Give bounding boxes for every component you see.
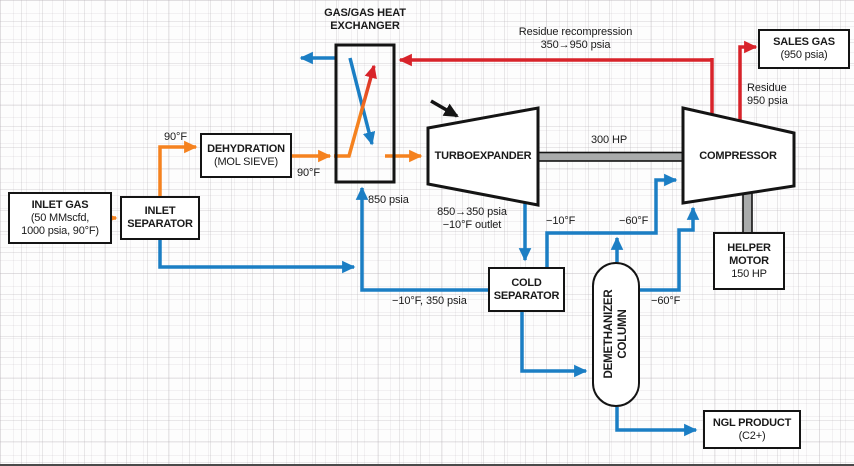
demethanizer-side-line [640, 206, 700, 292]
inlet-gas-conditions-2: 1000 psia, 90°F) [21, 224, 99, 237]
inlet-gas-box: INLET GAS (50 MMscfd, 1000 psia, 90°F) [8, 192, 112, 244]
helper-motor-label-1: HELPER [727, 241, 771, 254]
cold-sep-vapor-temp-label: −10°F [546, 215, 576, 227]
sales-gas-sub: (950 psia) [780, 49, 828, 61]
page-edge-line [0, 464, 854, 466]
compressor-label: COMPRESSOR [699, 150, 777, 162]
exchanger-pressure-label: 850 psia [368, 194, 409, 206]
cold-separator-label-2: SEPARATOR [493, 289, 560, 302]
demethanizer-label-1: DEMETHANIZER [603, 289, 615, 379]
gas-gas-exchanger-vessel [334, 43, 396, 184]
inlet-separator-label-2: SEPARATOR [127, 218, 193, 230]
turboexpander-label: TURBOEXPANDER [434, 150, 532, 162]
residue-label-1: Residue [747, 82, 787, 94]
helper-motor-shaft [742, 191, 753, 235]
ngl-product-title: NGL PRODUCT [712, 416, 792, 429]
cold-separator-bottoms-line [520, 312, 588, 378]
expander-compressor-shaft [536, 151, 684, 162]
sales-gas-box: SALES GAS (950 psia) [758, 29, 850, 69]
demethanizer-column-vessel [592, 262, 640, 407]
ngl-product-sub: (C2+) [738, 429, 766, 442]
inlet-gas-title: INLET GAS [31, 198, 89, 211]
cold-separator-to-exchanger-line [355, 186, 488, 292]
inlet-separator-box: INLET SEPARATOR [120, 196, 200, 240]
demeth-overhead-temp-label: −60°F [619, 215, 649, 227]
cold-separator-vapor-line [545, 173, 678, 267]
demeth-side-temp-label: −60°F [651, 295, 681, 307]
sales-gas-line [738, 40, 758, 121]
dehydration-title: DEHYDRATION [207, 142, 285, 155]
cold-sep-feed-label: −10°F, 350 psia [392, 295, 467, 307]
residue-label: Residue 950 psia [747, 82, 788, 108]
inlet-gas-conditions-1: (50 MMscfd, [30, 211, 90, 224]
recompression-label-2: 350→950 psia [540, 39, 611, 51]
exchanger-title-1: GAS/GAS HEAT [324, 7, 406, 19]
exchanger-title-2: EXCHANGER [330, 20, 400, 32]
expander-outlet-temp-label: −10°F outlet [442, 219, 502, 231]
recompression-label: Residue recompression 350→950 psia [483, 26, 668, 52]
exchanger-cooling-pass-line [348, 57, 376, 146]
inlet-separator-bottoms-line [158, 240, 356, 274]
exchanger-title: GAS/GAS HEAT EXCHANGER [300, 7, 430, 33]
feed-temp-label-2: 90°F [297, 167, 320, 179]
compressor-body [681, 106, 796, 205]
helper-motor-box: HELPER MOTOR 150 HP [713, 232, 785, 290]
separator-to-dehydration-line [158, 140, 198, 199]
recompression-label-1: Residue recompression [518, 26, 633, 38]
inlet-separator-label-1: INLET [144, 205, 176, 217]
cold-separator-box: COLD SEPARATOR [488, 267, 565, 312]
shaft-power-label: 300 HP [591, 134, 628, 146]
expander-pressure-label: 850→350 psia [437, 206, 507, 218]
exchanger-warming-pass-line [334, 64, 377, 158]
demethanizer-label-2: COLUMN [617, 309, 629, 359]
ngl-product-line [615, 407, 698, 437]
residue-label-2: 950 psia [747, 95, 788, 107]
dehydration-sub: (MOL SIEVE) [213, 155, 278, 168]
helper-motor-label-2: MOTOR [729, 254, 769, 267]
feed-temp-label-1: 90°F [164, 131, 187, 143]
ngl-product-box: NGL PRODUCT (C2+) [703, 410, 801, 449]
demethanizer-label: DEMETHANIZER COLUMN [601, 259, 631, 409]
helper-motor-power: 150 HP [731, 267, 767, 280]
sales-gas-title: SALES GAS [773, 36, 835, 48]
turboexpander-conditions: 850→350 psia −10°F outlet [428, 206, 516, 232]
dehydration-box: DEHYDRATION (MOL SIEVE) [200, 133, 292, 178]
turboexpander-body [426, 106, 540, 207]
callout-arrow-icon [430, 99, 459, 118]
cold-separator-label-1: COLD [511, 276, 542, 289]
